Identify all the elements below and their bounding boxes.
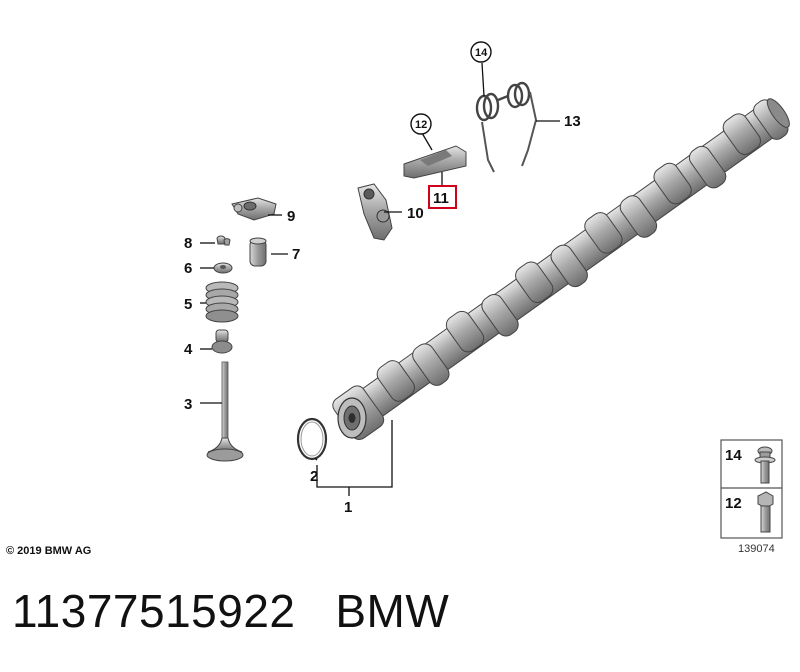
brand-name: BMW <box>335 585 450 637</box>
valve <box>206 361 244 462</box>
leader-lines <box>200 62 560 496</box>
callout-7: 7 <box>292 246 300 263</box>
valve-spring <box>205 281 239 323</box>
torsion-spring <box>475 81 538 173</box>
hydraulic-tappet <box>249 237 267 267</box>
drawing-number: 139074 <box>738 543 775 555</box>
roller-cam-follower <box>231 197 277 221</box>
callout-6: 6 <box>184 260 192 277</box>
callout-9: 9 <box>287 208 295 225</box>
spring-retainer <box>213 262 233 274</box>
flange-bolt-icon <box>754 446 776 484</box>
intermediate-lever <box>357 183 393 241</box>
camshaft <box>332 98 790 441</box>
callout-8: 8 <box>184 235 192 252</box>
callout-14: 14 <box>475 47 488 59</box>
callout-12: 12 <box>415 119 427 131</box>
callout-11: 11 <box>433 190 449 207</box>
part-number-line: 11377515922 BMW <box>12 584 449 638</box>
callout-5: 5 <box>184 296 192 313</box>
callout-2: 2 <box>310 468 318 485</box>
fastener-legend: 14 12 <box>720 439 783 539</box>
callout-13: 13 <box>564 113 581 130</box>
callout-14-circle <box>470 41 492 63</box>
callout-12-circle <box>410 113 432 135</box>
hex-bolt-icon <box>757 491 774 533</box>
copyright-text: © 2019 BMW AG <box>6 545 91 557</box>
gate-block <box>403 145 467 179</box>
legend-label-bottom: 12 <box>725 495 742 512</box>
part-number: 11377515922 <box>12 585 296 637</box>
highlight-box <box>428 185 457 209</box>
valve-stem-seal <box>211 329 233 354</box>
valve-collet <box>216 235 231 246</box>
callout-1: 1 <box>344 499 352 516</box>
o-ring <box>296 417 328 461</box>
callout-4: 4 <box>184 341 193 358</box>
callout-3: 3 <box>184 396 192 413</box>
callout-10: 10 <box>407 205 424 222</box>
legend-label-top: 14 <box>725 447 742 464</box>
